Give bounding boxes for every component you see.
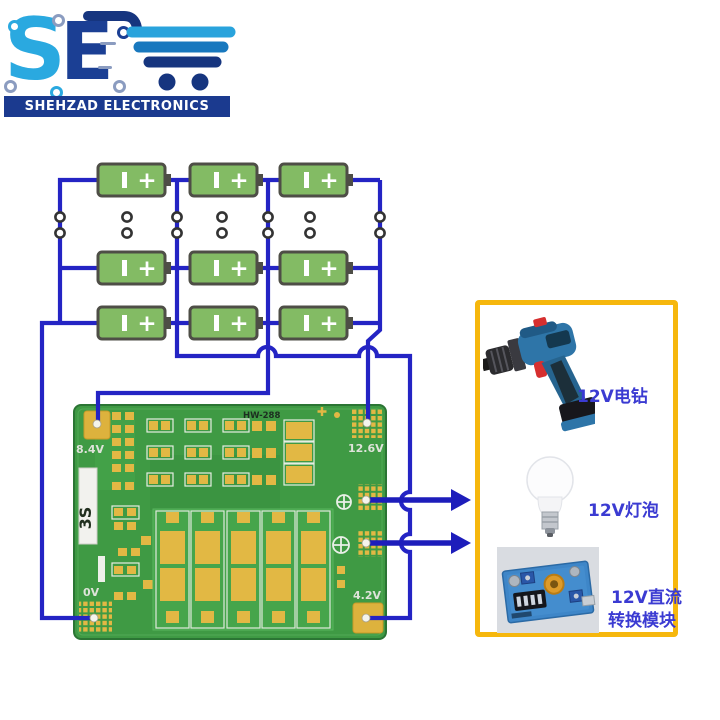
battery-cell: + (278, 305, 353, 341)
converter-image (497, 547, 599, 633)
plus-terminal: + (229, 168, 248, 194)
smd-cluster-bottom-left (98, 505, 153, 600)
board-model: HW-288 (243, 411, 280, 421)
balance-dots (54, 211, 386, 239)
wire-12v6-bplus (353, 177, 383, 420)
battery-cell: + (278, 162, 353, 198)
circuit-node-icon (8, 20, 21, 33)
label-4v2: 4.2V (353, 589, 381, 602)
circuit-trace (100, 42, 116, 45)
drill-image (483, 317, 595, 432)
converter-label-line2: 转换模块 (608, 611, 676, 631)
brand-banner: SHEHZAD ELECTRONICS (4, 96, 230, 117)
brand-logo: S E SHEHZAD ELECTRONICS (0, 0, 250, 125)
battery-pack: + + + + (96, 162, 353, 341)
gold-via (334, 412, 340, 418)
circuit-node-icon (52, 14, 65, 27)
circuit-node-icon (113, 80, 126, 93)
battery-cell: + (96, 162, 171, 198)
battery-cell: + (96, 305, 171, 341)
drill-label: 12V电钻 (577, 387, 648, 407)
plus-terminal: + (229, 311, 248, 337)
mosfet-array (152, 508, 334, 631)
smd-pad-column (112, 412, 134, 490)
output-arrows (370, 489, 471, 554)
bulb-image (526, 456, 574, 537)
series-sticker: 3S (76, 467, 98, 545)
plus-silkscreen-icon (317, 407, 327, 416)
plus-terminal: + (137, 168, 156, 194)
label-0v: 0V (83, 586, 100, 599)
plus-terminal: + (137, 256, 156, 282)
series-label: 3S (76, 507, 95, 530)
fiducial-crosshair-icon (332, 494, 352, 554)
plus-terminal: + (319, 168, 338, 194)
bulb-label: 12V灯泡 (588, 501, 659, 521)
bms-board: 8.4V 12.6V 0V 4.2V HW-288 3S (73, 404, 387, 640)
battery-cell: + (96, 250, 171, 286)
label-8v4: 8.4V (76, 443, 104, 456)
wire-0v (39, 177, 98, 621)
plus-terminal: + (319, 256, 338, 282)
circuit-trace (98, 66, 112, 69)
via-pads (337, 566, 345, 588)
pad-holes (89, 418, 372, 623)
logo-letter-e: E (60, 6, 114, 98)
label-12v6: 12.6V (348, 442, 384, 455)
battery-cell: + (278, 250, 353, 286)
plus-terminal: + (319, 311, 338, 337)
circuit-node-icon (4, 80, 17, 93)
converter-label-line1: 12V直流 (611, 588, 682, 608)
plus-terminal: + (229, 256, 248, 282)
silkscreen-label-strip (98, 556, 105, 582)
battery-cell: + (188, 250, 263, 286)
smd-component-rows (146, 418, 315, 487)
wire-4v2-balance (165, 177, 413, 621)
battery-cell: + (188, 162, 263, 198)
shopping-cart-icon (83, 11, 236, 91)
wire-8v4-balance (95, 177, 280, 421)
plus-terminal: + (137, 311, 156, 337)
battery-cell: + (188, 305, 263, 341)
